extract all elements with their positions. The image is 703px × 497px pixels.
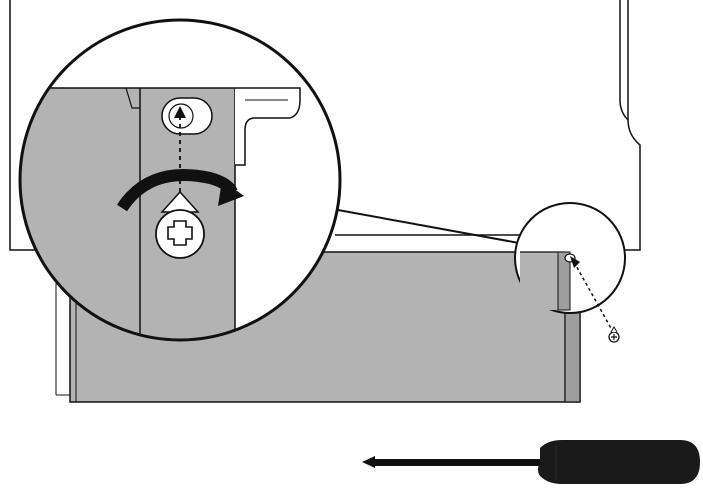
zoom-callout-circle	[18, 18, 342, 342]
phillips-screw-icon	[608, 326, 620, 343]
insert-direction-arrow	[174, 106, 186, 200]
detail-callout-circle	[514, 202, 626, 314]
callout-connector	[337, 209, 531, 246]
phillips-screwdriver-icon	[362, 440, 700, 484]
keyhole-slot	[161, 97, 213, 135]
screw-insert-path	[570, 256, 613, 331]
clockwise-arrow-icon	[116, 169, 244, 212]
large-phillips-screw-icon	[155, 190, 205, 259]
